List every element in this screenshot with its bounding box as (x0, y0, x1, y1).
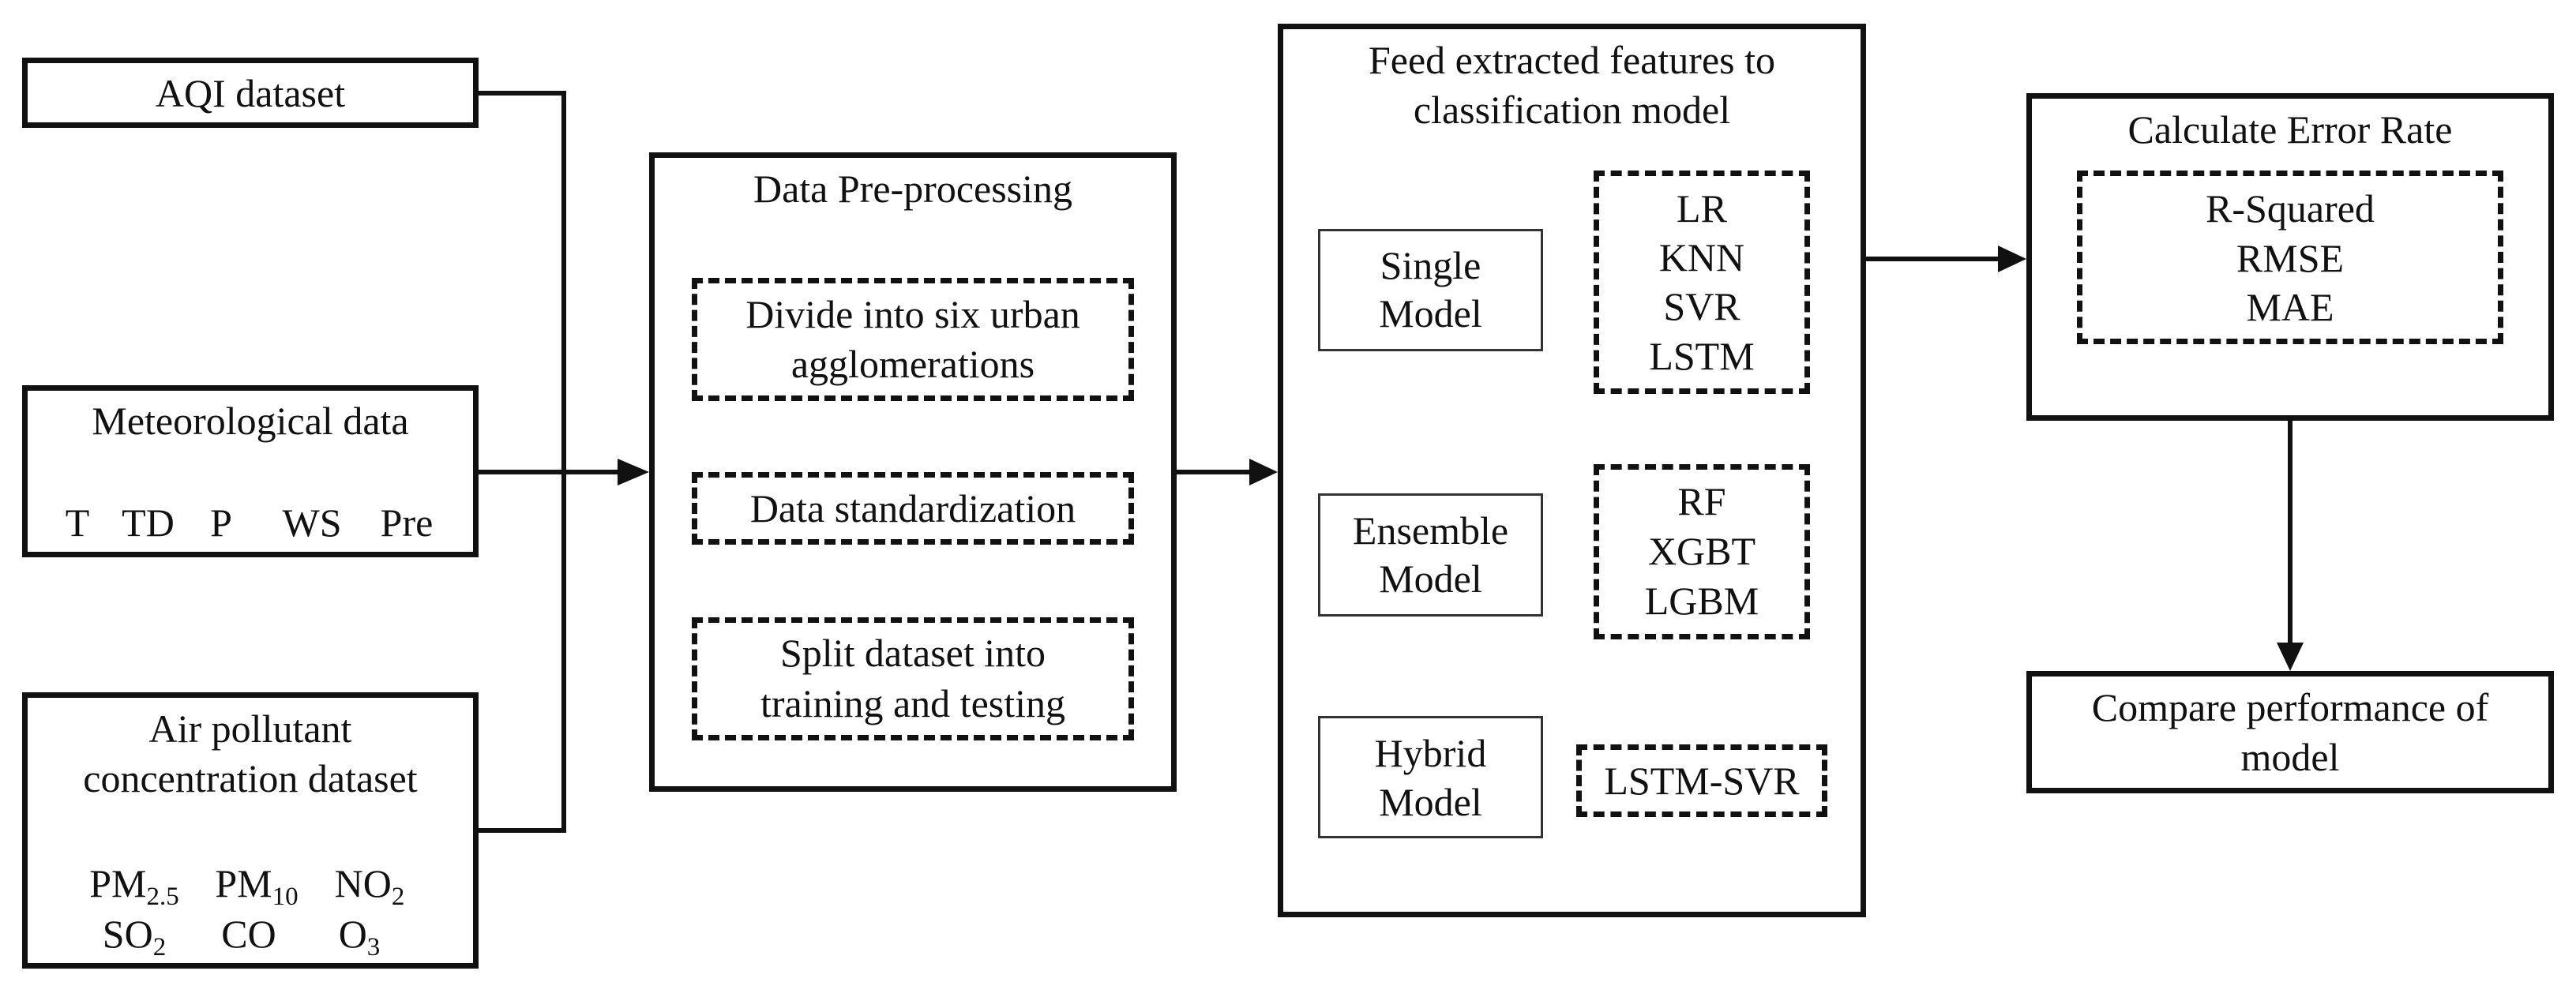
model-lr: LR (1677, 186, 1727, 231)
step-standardization-label: Data standardization (749, 486, 1076, 530)
step-divide-line2: agglomerations (790, 342, 1035, 386)
model-rf: RF (1677, 479, 1726, 523)
step-split-line1: Split dataset into (779, 631, 1046, 675)
arrowhead-preprocessing (618, 459, 649, 485)
connector-aqi (479, 91, 566, 472)
meteo-var-ws: WS (282, 500, 342, 545)
ensemble-model-label-line1: Ensemble (1352, 508, 1509, 553)
aqi-dataset-label: AQI dataset (155, 71, 346, 115)
connector-pollutant (479, 472, 566, 833)
compare-performance-line1: Compare performance of (2091, 685, 2489, 729)
pollutant-o3: O3 (338, 912, 381, 961)
step-standardization-box (692, 472, 1134, 545)
step-split-line2: training and testing (760, 681, 1066, 725)
ensemble-model-label-line2: Model (1379, 557, 1482, 601)
air-pollutant-dataset-box (22, 692, 479, 969)
meteo-var-t: T (65, 500, 90, 545)
compare-performance-line2: model (2240, 735, 2340, 779)
meteorological-data-box (22, 385, 479, 557)
metric-r-squared: R-Squared (2206, 186, 2375, 231)
compare-performance-box (2026, 671, 2554, 793)
meteorological-data-title: Meteorological data (92, 399, 409, 443)
hybrid-model-list (1576, 744, 1827, 817)
models-title-line2: classification model (1413, 88, 1731, 132)
hybrid-model-box (1318, 716, 1543, 838)
air-pollutant-title-line1: Air pollutant (148, 707, 352, 751)
model-knn: KNN (1658, 235, 1745, 279)
pollutant-pm25: PM2.5 (89, 861, 179, 911)
arrowhead-error (1998, 246, 2026, 272)
model-xgbt: XGBT (1647, 529, 1756, 573)
pollutant-no2: NO2 (334, 861, 405, 911)
step-split-box (692, 617, 1134, 740)
meteo-var-p: P (210, 500, 232, 545)
model-lgbm: LGBM (1644, 579, 1759, 623)
meteo-var-pre: Pre (380, 500, 434, 545)
step-divide-line1: Divide into six urban (745, 292, 1080, 336)
error-rate-title: Calculate Error Rate (2127, 107, 2453, 152)
pollutant-co: CO (221, 912, 276, 956)
pollutant-so2: SO2 (102, 912, 167, 961)
arrowhead-compare (2277, 643, 2304, 671)
step-divide-box (692, 278, 1134, 401)
model-svr: SVR (1663, 284, 1740, 328)
aqi-dataset-box (22, 58, 479, 128)
metric-rmse: RMSE (2236, 236, 2345, 280)
single-model-label-line2: Model (1379, 291, 1482, 335)
pollutant-pm10: PM10 (215, 861, 299, 911)
ensemble-model-box (1318, 493, 1543, 617)
hybrid-model-label-line1: Hybrid (1374, 731, 1487, 775)
models-title-line1: Feed extracted features to (1368, 38, 1775, 82)
metric-mae: MAE (2246, 285, 2334, 329)
single-model-list (1594, 171, 1810, 394)
arrowhead-models (1249, 459, 1278, 485)
hybrid-model-label-line2: Model (1379, 780, 1482, 824)
error-metrics-list (2077, 171, 2503, 344)
meteo-var-td: TD (122, 500, 175, 545)
preprocessing-title: Data Pre-processing (753, 167, 1073, 211)
model-lstm-svr: LSTM-SVR (1604, 759, 1800, 803)
ensemble-model-list (1594, 464, 1810, 639)
model-lstm: LSTM (1649, 334, 1755, 378)
single-model-label-line1: Single (1380, 243, 1481, 287)
air-pollutant-title-line2: concentration dataset (83, 756, 418, 800)
single-model-box (1318, 229, 1543, 351)
